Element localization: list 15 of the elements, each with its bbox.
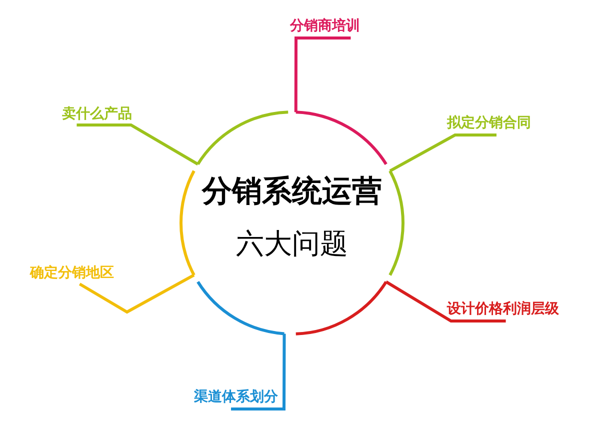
topic-label: 确定分销地区 xyxy=(30,262,138,284)
hub-title: 分销系统运营 xyxy=(200,174,383,210)
leader-line xyxy=(385,280,506,322)
topic-label: 分销商培训 xyxy=(290,15,382,38)
leader-line xyxy=(294,36,351,112)
topic-label: 设计价格利润层级 xyxy=(447,298,587,321)
leader-line xyxy=(389,134,496,172)
leader-line xyxy=(78,274,195,314)
topic-label: 渠道体系划分 xyxy=(170,386,278,409)
hub-circle xyxy=(181,112,403,334)
leader-line xyxy=(76,124,199,166)
hub-subtitle: 六大问题 xyxy=(235,226,349,262)
topic-label: 拟定分销合同 xyxy=(447,112,557,135)
topic-label: 卖什么产品 xyxy=(62,103,154,125)
leader-line xyxy=(231,334,286,410)
